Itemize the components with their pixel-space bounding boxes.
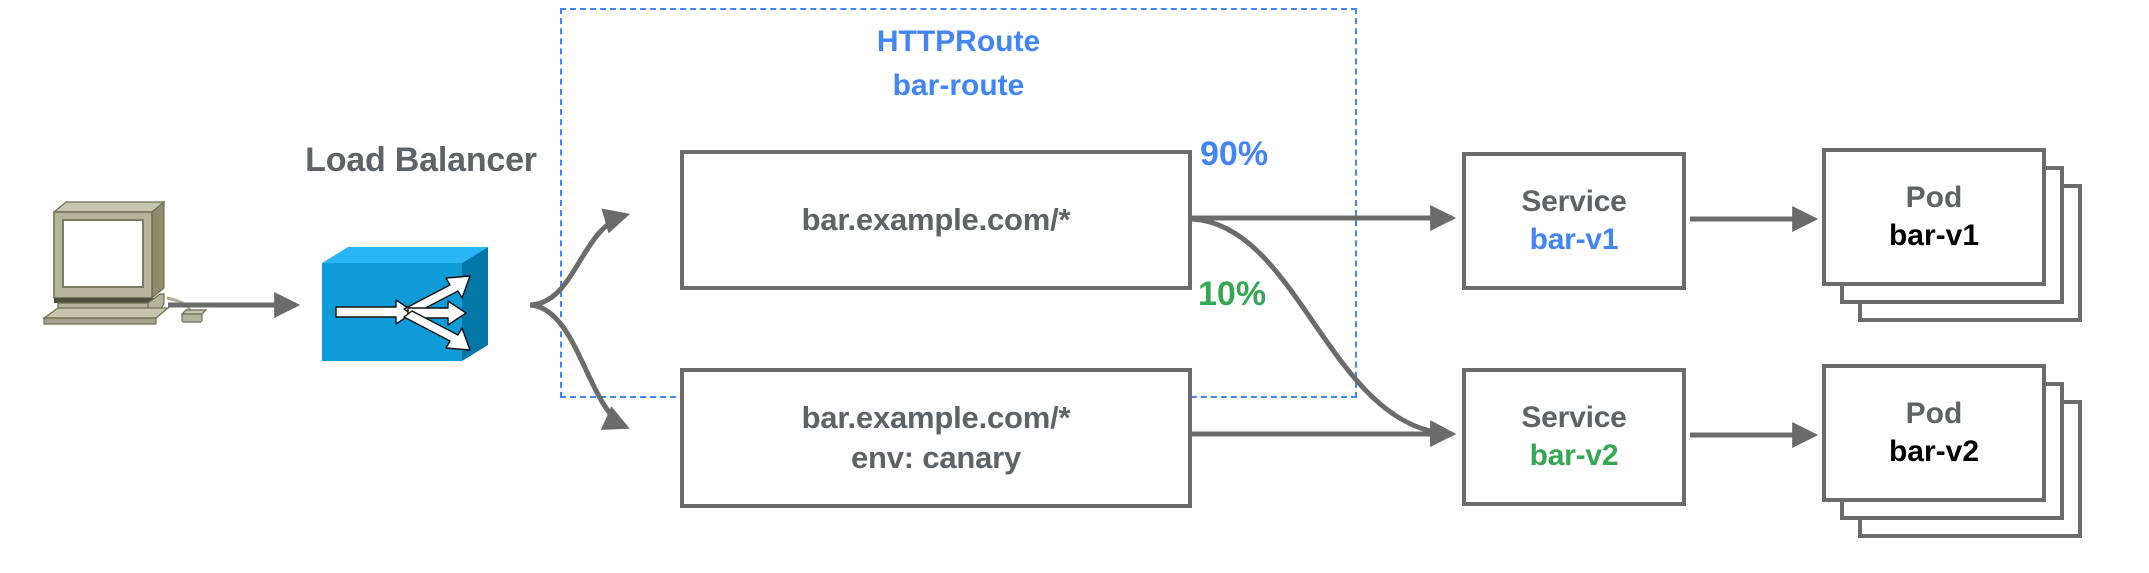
pod-kind-label: Pod [1905, 397, 1963, 430]
httproute-name-label: bar-route [892, 69, 1025, 102]
weight-label-10: 10% [1198, 275, 1267, 313]
match-2-header: env: canary [850, 440, 1022, 475]
httproute-title-block: HTTPRoute bar-route [560, 20, 1357, 108]
match-2-hostname: bar.example.com/* [801, 400, 1071, 435]
load-balancer-caption: Load Balancer [305, 141, 537, 179]
pod-replica-card-front[interactable]: Pod bar-v2 [1822, 364, 2046, 502]
edge-lb-to-match-2 [529, 302, 630, 430]
service-box-bar-v1[interactable]: Service bar-v1 [1462, 152, 1686, 290]
service-kind-label: Service [1521, 401, 1627, 434]
service-name-label: bar-v1 [1529, 223, 1619, 256]
service-kind-label: Service [1521, 185, 1627, 218]
httproute-match-box-2[interactable]: bar.example.com/* env: canary [680, 368, 1192, 508]
pod-kind-label: Pod [1905, 181, 1963, 214]
pod-stack-bar-v2[interactable]: Pod bar-v2 [1822, 364, 2092, 539]
httproute-kind-label: HTTPRoute [876, 25, 1041, 58]
pod-stack-bar-v1[interactable]: Pod bar-v1 [1822, 148, 2092, 323]
pod-name-label: bar-v1 [1888, 219, 1980, 252]
edge-match1-to-svc-v2 [1191, 216, 1457, 447]
service-box-bar-v2[interactable]: Service bar-v2 [1462, 368, 1686, 506]
edge-lb-to-match-1 [529, 208, 631, 308]
match-1-hostname: bar.example.com/* [801, 202, 1071, 237]
httproute-match-box-1[interactable]: bar.example.com/* [680, 150, 1192, 290]
load-balancer-switch-icon [300, 245, 530, 365]
pod-replica-card-front[interactable]: Pod bar-v1 [1822, 148, 2046, 286]
pod-name-label: bar-v2 [1888, 435, 1980, 468]
weight-label-90: 90% [1200, 135, 1269, 173]
service-name-label: bar-v2 [1529, 439, 1619, 472]
desktop-computer-icon [34, 190, 214, 330]
